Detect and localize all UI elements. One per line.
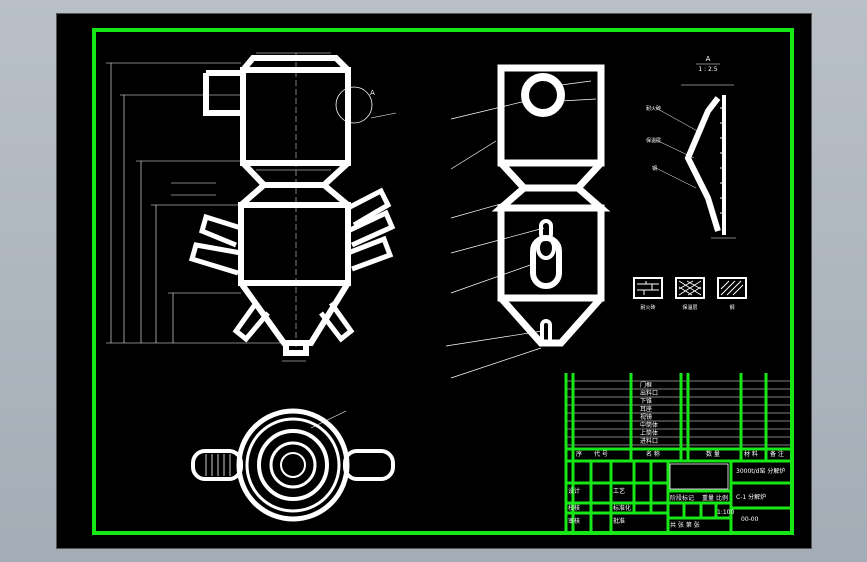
legend-insulation-label: 保温层 — [682, 304, 697, 311]
upper-cylinder — [203, 55, 351, 166]
part-4: 耳座 — [640, 405, 652, 413]
detail-view: A 1 : 2.5 耐火砖 保温层 钢 — [646, 55, 736, 239]
header-no: 序 — [576, 450, 582, 458]
part-1: 门框 — [640, 381, 652, 389]
project-name: 3000t/d窑 分解炉 — [736, 467, 785, 475]
part-2: 出料口 — [640, 389, 658, 397]
parts-list-rows — [566, 380, 790, 446]
part-6: 中筒体 — [640, 421, 658, 429]
header-note: 备 注 — [770, 450, 784, 458]
scale-value: 1:100 — [717, 509, 734, 516]
title-block: 序 代 号 名 称 数 量 材 料 备 注 门框 出料口 下锥 耳座 视镜 中筒… — [564, 373, 792, 531]
weight-label: 重量 — [702, 494, 714, 502]
dimension-lines — [106, 52, 331, 362]
legend-brick-label: 耐火砖 — [640, 304, 655, 311]
sig-review: 审核 — [568, 517, 580, 525]
drawing-border — [92, 28, 794, 535]
drawing-name: C-1 分解炉 — [736, 493, 766, 501]
part-8: 进料口 — [640, 437, 658, 445]
title-block-grid — [564, 373, 792, 531]
side-elevation — [445, 64, 611, 379]
detail-callout-1: 耐火砖 — [646, 105, 661, 112]
header-code: 代 号 — [594, 450, 608, 458]
side-nozzles — [188, 187, 396, 343]
detail-callout-3: 钢 — [652, 165, 657, 172]
detail-label: A — [370, 89, 375, 97]
sig-standard: 标准化 — [613, 504, 631, 512]
part-7: 上筒体 — [640, 429, 658, 437]
material-legend: 耐火砖 保温层 钢 — [633, 277, 747, 311]
scale-label: 比例 — [716, 494, 728, 502]
cad-drawing: A — [92, 28, 794, 535]
detail-scale: 1 : 2.5 — [698, 66, 717, 73]
header-name: 名 称 — [646, 450, 660, 458]
sheet-label: 共 张 第 张 — [670, 521, 700, 529]
sig-process: 工艺 — [613, 487, 625, 495]
sig-design: 设计 — [568, 487, 580, 495]
legend-steel-label: 钢 — [729, 304, 734, 311]
part-3: 下锥 — [640, 397, 652, 405]
sig-approve: 批准 — [613, 517, 625, 525]
header-material: 材 料 — [744, 450, 758, 458]
drawing-number: 00-00 — [741, 516, 759, 523]
part-5: 视镜 — [640, 413, 652, 421]
sig-check: 校核 — [568, 504, 580, 512]
plan-view — [191, 408, 395, 522]
drawing-viewport[interactable]: A — [56, 13, 812, 549]
detail-title: A — [706, 55, 711, 63]
detail-callout-2: 保温层 — [646, 137, 661, 144]
stage-label: 阶段标记 — [670, 494, 694, 502]
header-qty: 数 量 — [706, 450, 720, 458]
front-elevation: A — [106, 52, 397, 362]
